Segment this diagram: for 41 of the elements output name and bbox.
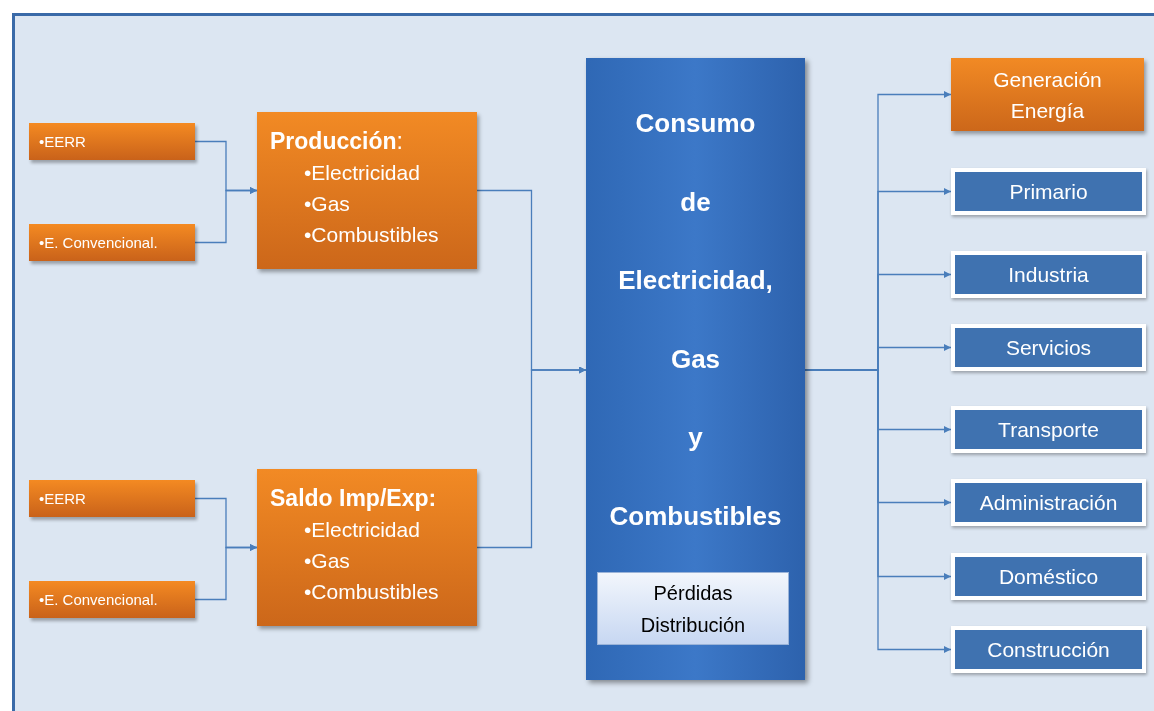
source-box <box>29 581 195 618</box>
box-heading: Saldo Imp/Exp: <box>270 484 437 513</box>
box-label: Doméstico <box>998 564 1099 589</box>
connector-arrow <box>476 366 587 549</box>
box-label: Construcción <box>987 637 1110 662</box>
sector-box <box>951 251 1146 298</box>
source-box <box>29 123 195 160</box>
sector-box <box>951 479 1146 526</box>
list-item: •Gas <box>304 548 350 574</box>
losses-box <box>597 572 789 645</box>
box-label: Primario <box>1009 179 1088 204</box>
sector-box <box>951 168 1146 215</box>
box-label: •E. Convencional. <box>39 591 158 608</box>
box-title: Consumo de Electricidad, Gas y Combustibles <box>608 107 783 533</box>
box-label: Pérdidas Distribución <box>639 580 747 638</box>
list-item: •Electricidad <box>304 160 420 186</box>
consumption-box <box>586 58 805 680</box>
box-label: Servicios <box>1005 335 1092 360</box>
box-label: •EERR <box>39 133 86 150</box>
sector-box <box>951 626 1146 673</box>
box-label: Industria <box>1008 262 1089 287</box>
sector-box <box>951 324 1146 371</box>
source-box <box>29 480 195 517</box>
box-label: Administración <box>979 490 1118 515</box>
connector-arrow <box>194 544 258 601</box>
box-label: Generación Energía <box>992 66 1103 124</box>
box-label: Transporte <box>998 417 1099 442</box>
connector-arrow <box>194 187 258 244</box>
sector-box <box>951 58 1144 131</box>
supply-box <box>257 112 477 269</box>
sector-box <box>951 553 1146 600</box>
box-heading: Producción: <box>270 127 403 156</box>
supply-box <box>257 469 477 626</box>
list-item: •Electricidad <box>304 517 420 543</box>
box-label: •EERR <box>39 490 86 507</box>
list-item: •Gas <box>304 191 350 217</box>
list-item: •Combustibles <box>304 579 439 605</box>
sector-box <box>951 406 1146 453</box>
box-label: •E. Convencional. <box>39 234 158 251</box>
source-box <box>29 224 195 261</box>
list-item: •Combustibles <box>304 222 439 248</box>
